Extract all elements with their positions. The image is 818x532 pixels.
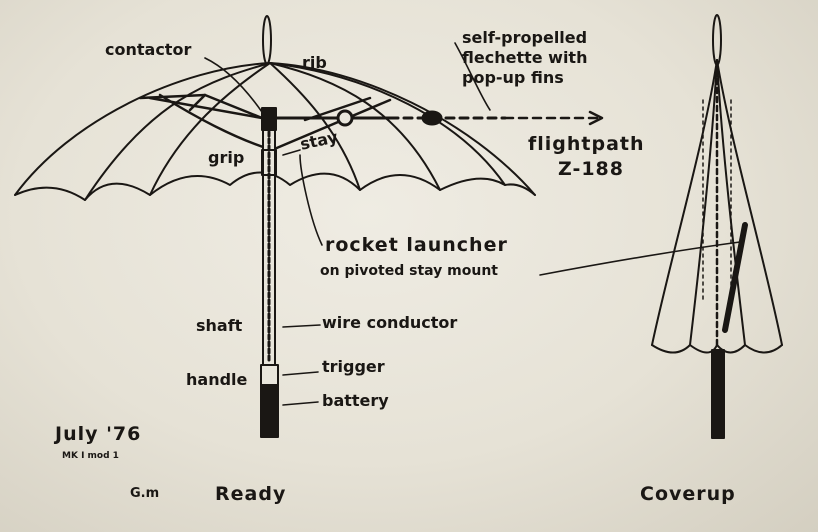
label-self-propelled-2: flechette with — [462, 48, 588, 67]
label-handle: handle — [186, 370, 248, 389]
ribs-and-stays — [138, 93, 392, 152]
label-wire-conductor: wire conductor — [322, 313, 458, 332]
label-contactor: contactor — [105, 40, 192, 59]
label-flightpath-1: flightpath — [528, 133, 645, 155]
label-shaft: shaft — [196, 316, 243, 335]
label-date: July '76 — [55, 423, 142, 445]
label-self-propelled-3: pop-up fins — [462, 68, 564, 87]
flightpath-arrow — [503, 110, 604, 126]
label-model: MK I mod 1 — [62, 451, 119, 461]
caption-coverup: Coverup — [640, 483, 736, 505]
label-flightpath-2: Z-188 — [558, 158, 624, 180]
label-rib: rib — [302, 53, 327, 72]
rocket-launcher-tube — [274, 109, 507, 127]
coverup-umbrella — [651, 14, 783, 439]
leader-lines — [204, 42, 741, 406]
signature: G.m — [130, 486, 160, 501]
label-rocket-launcher-1: rocket launcher — [325, 234, 508, 256]
label-grip: grip — [208, 148, 245, 167]
caption-ready: Ready — [215, 483, 287, 505]
label-battery: battery — [322, 391, 389, 410]
handle-drawing — [260, 364, 279, 438]
shaft-drawing — [261, 107, 277, 366]
umbrella-tip — [262, 15, 272, 65]
label-self-propelled-1: self-propelled — [462, 28, 588, 47]
label-rocket-launcher-2: on pivoted stay mount — [320, 263, 498, 279]
label-trigger: trigger — [322, 357, 385, 376]
